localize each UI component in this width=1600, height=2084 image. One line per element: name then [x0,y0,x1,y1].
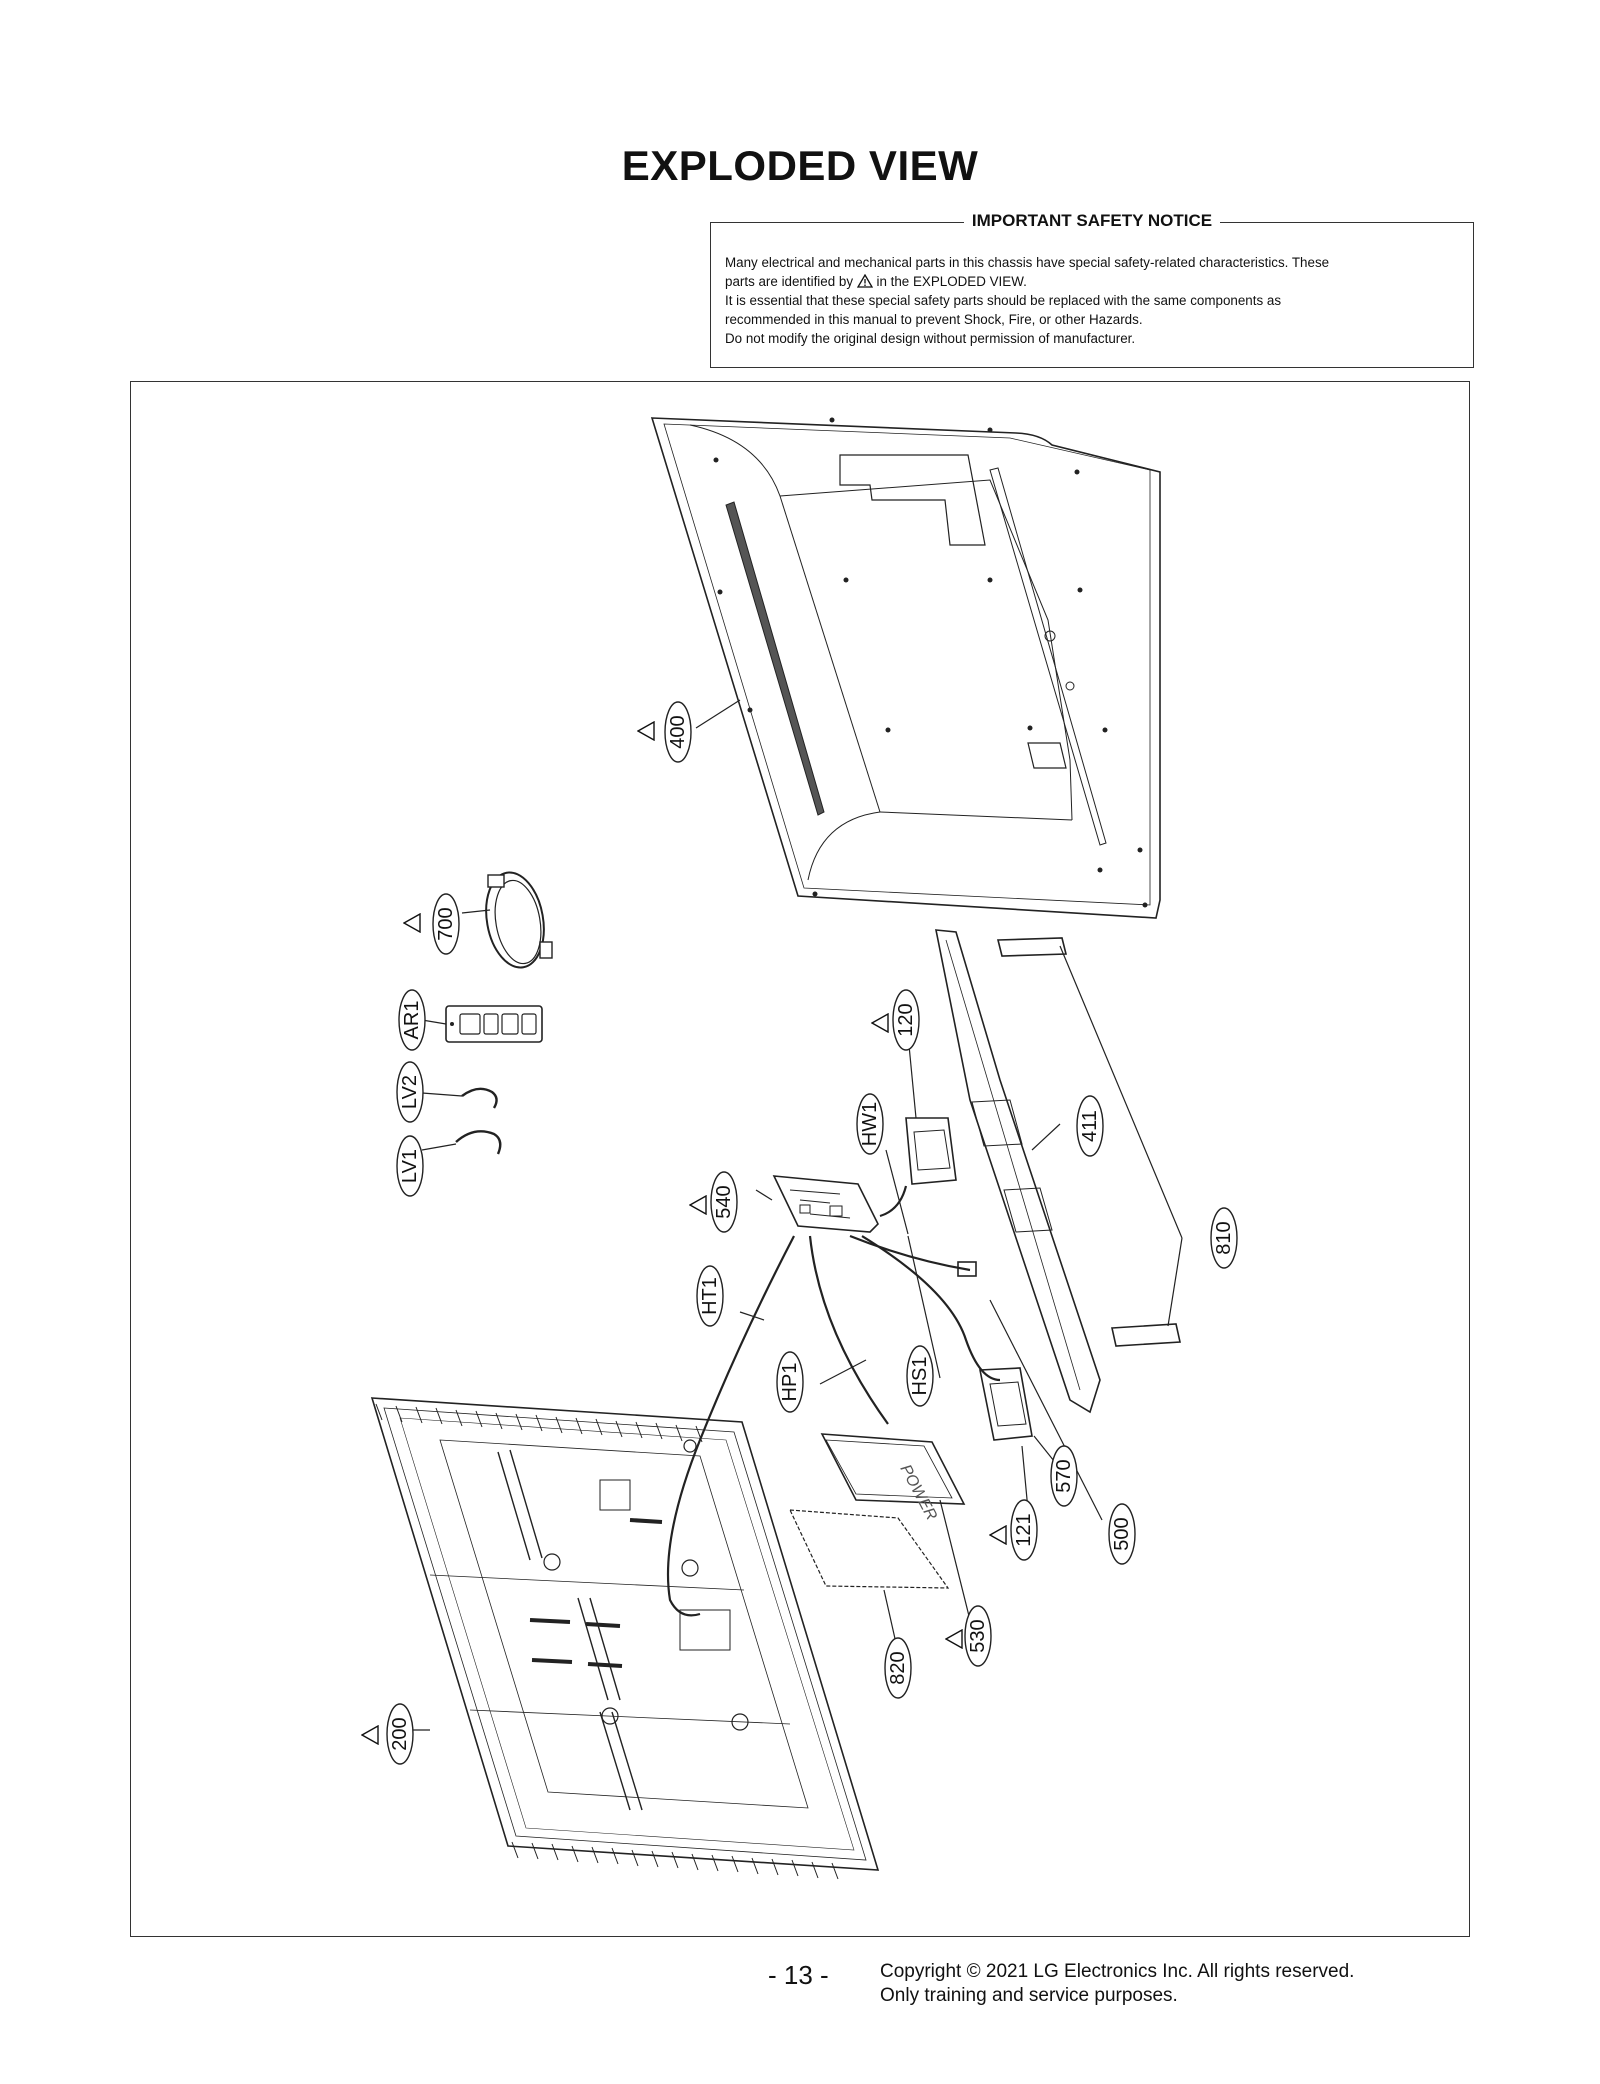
callout-500: 500 [1108,1503,1136,1565]
svg-text:530: 530 [967,1619,989,1652]
safety-notice-title: IMPORTANT SAFETY NOTICE [963,211,1221,230]
callout-hs1: HS1 [906,1345,934,1407]
warning-triangle-icon [637,721,655,741]
back-cover-part [650,417,1161,919]
lv2-part [461,1087,498,1109]
svg-text:810: 810 [1213,1221,1235,1254]
stand-810-part [996,937,1181,1347]
notice-line-1: Many electrical and mechanical parts in … [725,255,1330,270]
page-number: - 13 - [768,1960,829,1990]
callout-121: 121 [1010,1499,1038,1561]
warning-triangle-icon [871,1013,889,1033]
callout-540: 540 [710,1171,738,1233]
notice-line-2a: parts are identified by [725,274,854,289]
svg-text:500: 500 [1111,1517,1133,1550]
callout-810: 810 [1210,1207,1238,1269]
copyright-line-1: Copyright © 2021 LG Electronics Inc. All… [880,1961,1355,1982]
callout-lv1: LV1 [396,1135,424,1197]
speaker-121-part [979,1367,1033,1441]
callout-ar1: AR1 [398,989,426,1051]
notice-line-3: It is essential that these special safet… [725,293,1282,308]
lv1-part [455,1130,502,1155]
power-cord-part [485,871,553,969]
callout-200: 200 [386,1703,414,1765]
svg-text:HS1: HS1 [909,1357,931,1396]
warning-triangle-icon [403,913,421,933]
stand-bracket-part [935,929,1101,1414]
svg-text:HT1: HT1 [699,1277,721,1315]
copyright: Copyright © 2021 LG Electronics Inc. All… [880,1960,1354,2008]
page-title: EXPLODED VIEW [621,142,979,189]
warning-triangle-icon [689,1195,707,1215]
copyright-line-2: Only training and service purposes. [880,1985,1178,2006]
callout-lv2: LV2 [396,1061,424,1123]
speaker-120-part [905,1117,957,1185]
notice-line-2: parts are identified by in the EXPLODED … [725,272,1459,291]
svg-text:411: 411 [1079,1110,1101,1142]
callout-hp1: HP1 [776,1351,804,1413]
notice-line-2b: in the EXPLODED VIEW. [876,274,1027,289]
svg-text:700: 700 [435,907,457,940]
insulator-part [789,1509,950,1589]
svg-text:LV2: LV2 [399,1075,421,1109]
svg-text:121: 121 [1013,1513,1035,1546]
callout-820: 820 [884,1637,912,1699]
svg-text:400: 400 [667,715,689,748]
callout-hw1: HW1 [856,1093,884,1155]
svg-text:570: 570 [1053,1459,1075,1492]
panel-module-part [370,1397,880,1880]
notice-line-5: Do not modify the original design withou… [725,331,1136,346]
callout-400: 400 [664,701,692,763]
safety-notice-box: IMPORTANT SAFETY NOTICE Many electrical … [710,211,1474,368]
warning-triangle-icon [989,1525,1007,1545]
callout-530: 530 [964,1605,992,1667]
svg-text:540: 540 [713,1185,735,1218]
callout-700: 700 [432,893,460,955]
svg-text:HW1: HW1 [859,1102,881,1146]
warning-triangle-icon [856,274,873,288]
warning-triangle-icon [361,1725,379,1745]
notice-line-4: recommended in this manual to prevent Sh… [725,312,1143,327]
power-board-part: POWER [820,1433,966,1524]
svg-text:LV1: LV1 [399,1149,421,1183]
svg-text:200: 200 [389,1717,411,1750]
safety-notice-body: Many electrical and mechanical parts in … [725,253,1459,348]
warning-triangle-icon [945,1629,963,1649]
svg-text:820: 820 [887,1651,909,1684]
callout-ht1: HT1 [696,1265,724,1327]
diagram-frame [130,381,1470,1937]
callout-570: 570 [1050,1445,1078,1507]
callout-411: 411 [1076,1095,1104,1157]
svg-text:120: 120 [895,1003,917,1036]
svg-text:HP1: HP1 [779,1363,801,1402]
remote-part [445,1005,543,1043]
cables [666,1185,1001,1617]
callout-120: 120 [892,989,920,1051]
svg-text:AR1: AR1 [401,1001,423,1040]
main-board-part [772,1175,879,1233]
